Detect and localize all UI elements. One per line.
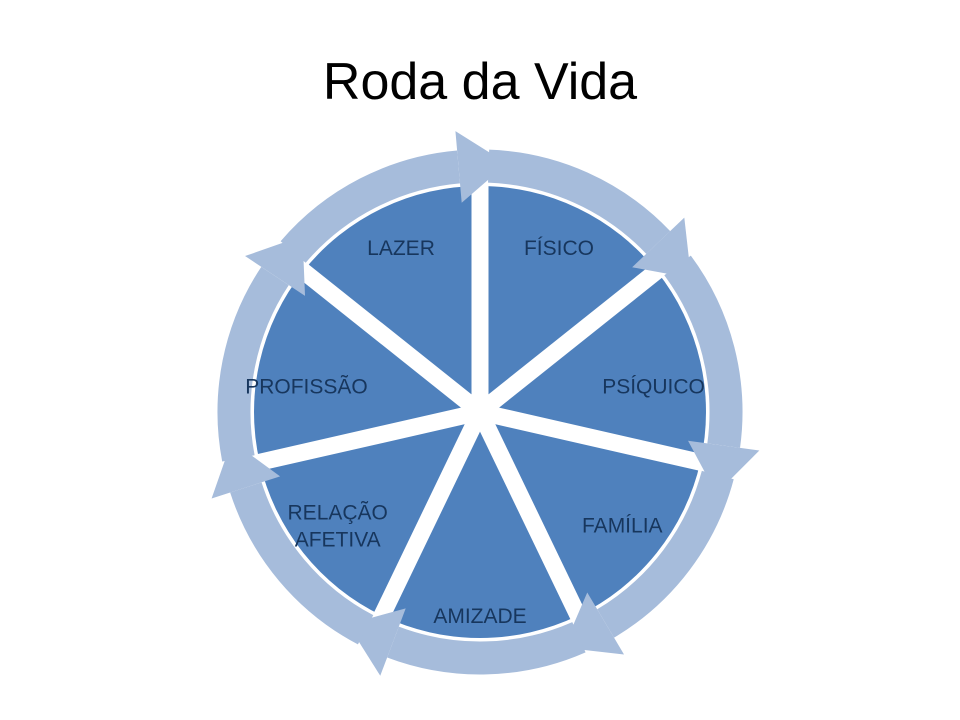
cycle-arrow-arc-relacao-afetiva [230,482,374,645]
cycle-arrowhead-icon-psiquico [688,440,760,494]
wedge-psiquico [480,271,706,463]
cycle-arrow-arc-profissao [217,266,289,462]
cycle-arrowhead-icon-lazer [455,131,507,203]
wedge-label-familia: FAMÍLIA [582,514,663,537]
wedge-relacao-afetiva [259,412,480,616]
divider-spoke [474,261,666,419]
cycle-arrow-arc-amizade [387,622,586,675]
wedge-label-fisico: FÍSICO [524,237,594,260]
divider-spoke [294,261,486,419]
cycle-arrowhead-icon-profissao [245,235,306,296]
divider-spoke [472,408,588,624]
cycle-arrow-arc-fisico [487,149,671,254]
divider-spoke [372,408,488,624]
wedge-lazer [303,186,480,412]
wedge-amizade [381,412,579,639]
wedge-label-psiquico: PSÍQUICO [602,375,705,398]
cycle-arrow-arc-familia [597,470,734,638]
cycle-arrow-arc-psiquico [664,255,743,448]
divider-spoke [252,403,482,472]
cycle-arrowhead-icon-fisico [632,217,692,279]
wedge-label-profissao: PROFISSÃO [245,374,368,398]
wedge-fisico [480,186,657,412]
page-title: Roda da Vida [322,53,638,111]
wedge-label-amizade: AMIZADE [433,605,526,628]
wedge-profissao [254,271,480,463]
divider-spoke [478,403,708,472]
wedge-familia [480,412,701,616]
cycle-arrow-arc-lazer [280,150,461,263]
wedge-label-lazer: LAZER [367,237,435,260]
